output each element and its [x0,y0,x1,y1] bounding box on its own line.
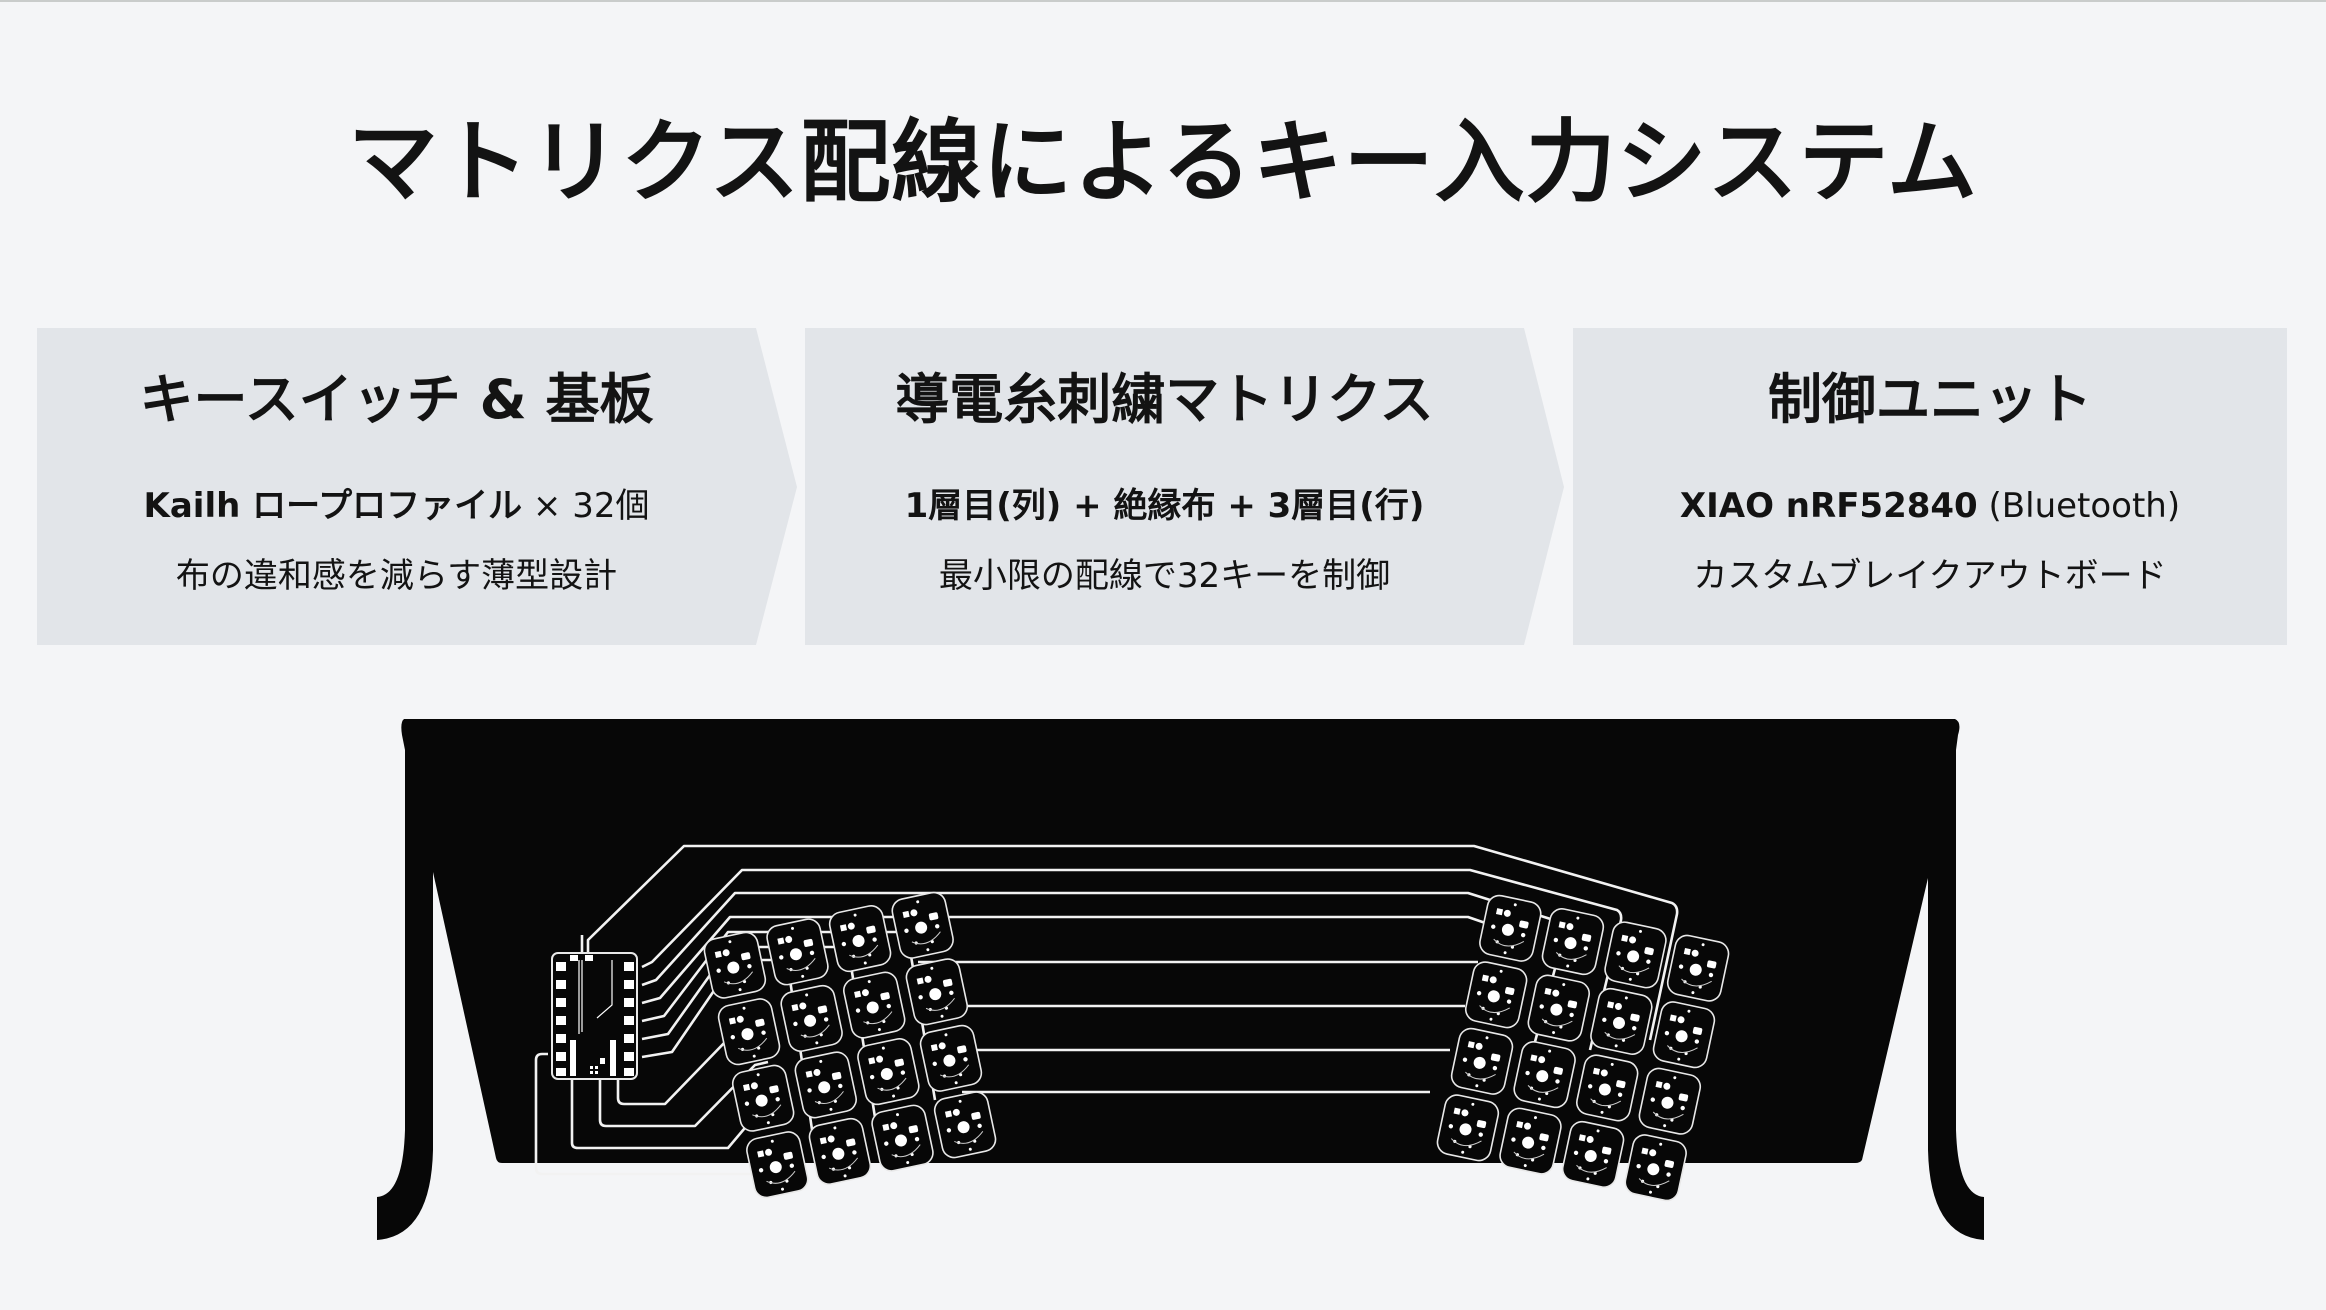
step-spec-regular: (Bluetooth) [1977,486,2181,526]
controller-board [551,952,638,1080]
step-2-arrow-shape [805,328,1564,645]
page-title: マトリクス配線によるキー入力システム [348,110,1978,215]
step-spec: 1層目(列) + 絶縁布 + 3層目(行) [905,484,1425,528]
step-description: 最小限の配線で32キーを制御 [938,556,1391,596]
process-steps: キースイッチ & 基板 Kailh ロープロファイル × 32個 布の違和感を減… [37,328,2287,645]
step-keyswitch-board: キースイッチ & 基板 Kailh ロープロファイル × 32個 布の違和感を減… [37,328,756,645]
step-spec: XIAO nRF52840 (Bluetooth) [1680,484,2180,528]
step-embroidered-matrix: 導電糸刺繍マトリクス 1層目(列) + 絶縁布 + 3層目(行) 最小限の配線で… [805,328,1524,645]
step-control-unit: 制御ユニット XIAO nRF52840 (Bluetooth) カスタムブレイ… [1573,328,2287,645]
step-spec-regular: × 32個 [522,486,650,526]
step-1-arrow-shape [37,328,797,645]
step-arrow-shapes [37,328,2287,645]
step-description: 布の違和感を減らす薄型設計 [175,556,618,596]
step-title: 制御ユニット [1768,368,2092,431]
step-spec-bold: XIAO nRF52840 [1679,486,1978,526]
step-spec-bold: 1層目(列) + 絶縁布 + 3層目(行) [904,486,1425,526]
step-title: 導電糸刺繍マトリクス [895,368,1434,431]
step-description: カスタムブレイクアウトボード [1693,556,2167,596]
top-border [0,0,2326,2]
step-spec: Kailh ロープロファイル × 32個 [144,484,650,528]
step-spec-bold: Kailh ロープロファイル [143,486,523,526]
step-title: キースイッチ & 基板 [139,368,654,431]
step-3-shape [1573,328,2287,645]
